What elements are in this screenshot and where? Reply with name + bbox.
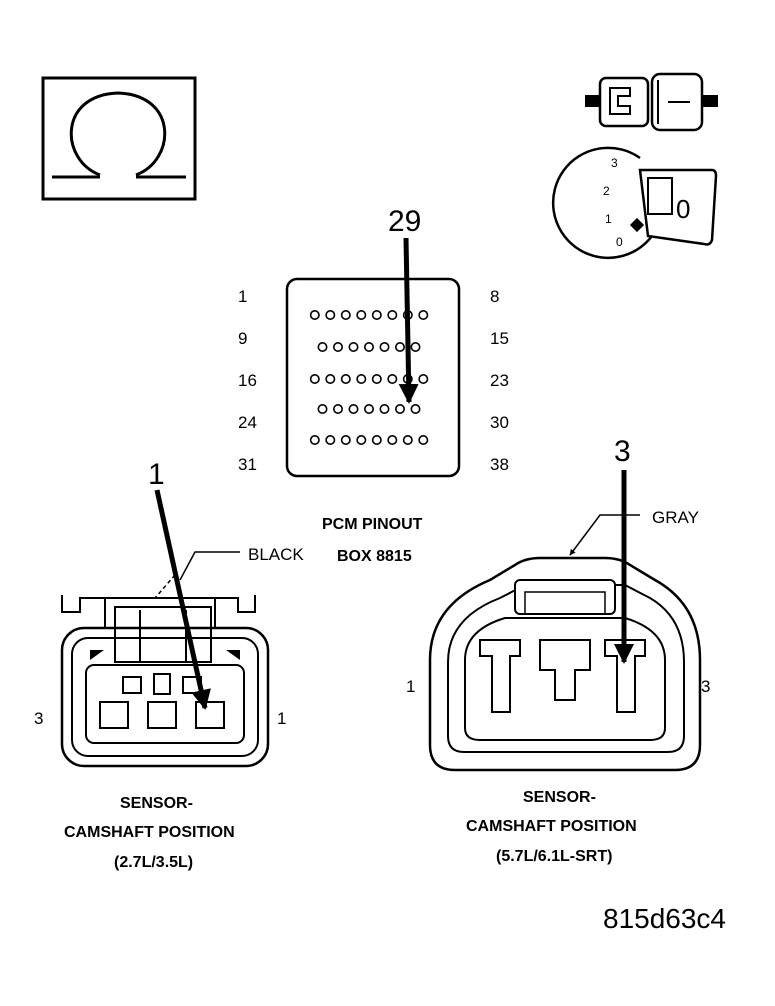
left-sensor-caption-line2: CAMSHAFT POSITION [64,824,235,841]
left-sensor-connector [60,595,270,768]
pcm-pin-cavity [309,373,320,384]
pcm-pin-cavity [340,373,351,384]
left-sensor-caption-line3: (2.7L/3.5L) [114,854,194,871]
pcm-pin-cavity [356,373,367,384]
pcm-connector [285,277,461,478]
left-sensor-side-left: 3 [34,709,44,728]
right-sensor-caption-line1: SENSOR- [523,789,596,806]
pcm-callout-arrow [398,237,419,404]
pcm-pin-cavity [410,403,421,414]
pcm-pin-cavity [317,341,328,352]
right-sensor-side-right: 3 [701,677,711,696]
pcm-row-label-left-1: 1 [238,287,248,306]
pcm-pin-cavity [332,341,343,352]
figure-id: 815d63c4 [603,903,727,934]
pcm-row-label-left-4: 24 [238,413,257,432]
pcm-pin-cavity [394,403,405,414]
pcm-pin-cavity [325,309,336,320]
pcm-pin-cavity [379,403,390,414]
pcm-row-label-right-5: 38 [490,455,509,474]
pcm-pin-cavity [387,373,398,384]
pcm-pin-cavity [371,373,382,384]
pcm-pin-cavity [418,373,429,384]
pcm-pin-cavity [418,434,429,445]
left-wire-color: BLACK [248,545,304,564]
pcm-caption-line1: PCM PINOUT [322,516,423,533]
pcm-pin-cavity [371,434,382,445]
key-position-0: 0 [616,235,623,249]
pcm-pin-cavity [340,434,351,445]
ohmmeter-icon [41,76,197,201]
pcm-pin-cavity [332,403,343,414]
pcm-pin-cavity [309,434,320,445]
key-label: 0 [676,194,691,224]
pcm-pin-cavity [317,403,328,414]
pcm-pin-cavity [402,434,413,445]
right-sensor-caption-line3: (5.7L/6.1L-SRT) [496,848,613,865]
pcm-row-label-left-3: 16 [238,371,257,390]
left-callout-arrow [154,489,211,710]
pcm-row-label-left-5: 31 [238,455,257,474]
left-callout-number: 1 [148,458,165,491]
pcm-pin-cavity [418,309,429,320]
pcm-pin-cavity [363,341,374,352]
pcm-pin-grid [309,309,429,445]
pcm-row-label-right-3: 23 [490,371,509,390]
pcm-pin-cavity [371,309,382,320]
left-sensor-side-right: 1 [277,709,287,728]
pcm-caption-line2: BOX 8815 [337,548,412,565]
pcm-pin-cavity [348,341,359,352]
right-sensor-caption-line2: CAMSHAFT POSITION [466,818,637,835]
right-wire-leader [569,514,640,556]
connector-disconnect-icon [585,72,718,132]
pcm-pin-cavity [325,373,336,384]
pcm-pin-cavity [348,403,359,414]
pcm-pin-cavity [325,434,336,445]
pcm-callout-number: 29 [388,205,422,238]
pcm-pin-cavity [387,434,398,445]
pcm-pin-cavity [340,309,351,320]
pcm-pin-cavity [309,309,320,320]
right-sensor-connector [428,556,702,772]
pcm-row-label-right-1: 8 [490,287,500,306]
pcm-pin-cavity [410,341,421,352]
pcm-pin-cavity [356,309,367,320]
left-wire-leader [179,551,240,581]
pcm-pin-cavity [363,403,374,414]
pcm-pin-cavity [356,434,367,445]
key-position-1: 1 [605,212,612,226]
right-wire-color: GRAY [652,508,699,527]
left-sensor-caption-line1: SENSOR- [120,795,193,812]
key-position-2: 2 [603,184,610,198]
pcm-pin-cavity [387,309,398,320]
right-sensor-side-left: 1 [406,677,416,696]
pcm-pin-cavity [394,341,405,352]
pcm-row-label-left-2: 9 [238,329,248,348]
key-position-3: 3 [611,156,618,170]
ignition-key-icon [551,146,718,260]
pcm-row-label-right-2: 15 [490,329,509,348]
right-callout-number: 3 [614,435,631,468]
pcm-row-label-right-4: 30 [490,413,509,432]
pcm-pin-cavity [379,341,390,352]
